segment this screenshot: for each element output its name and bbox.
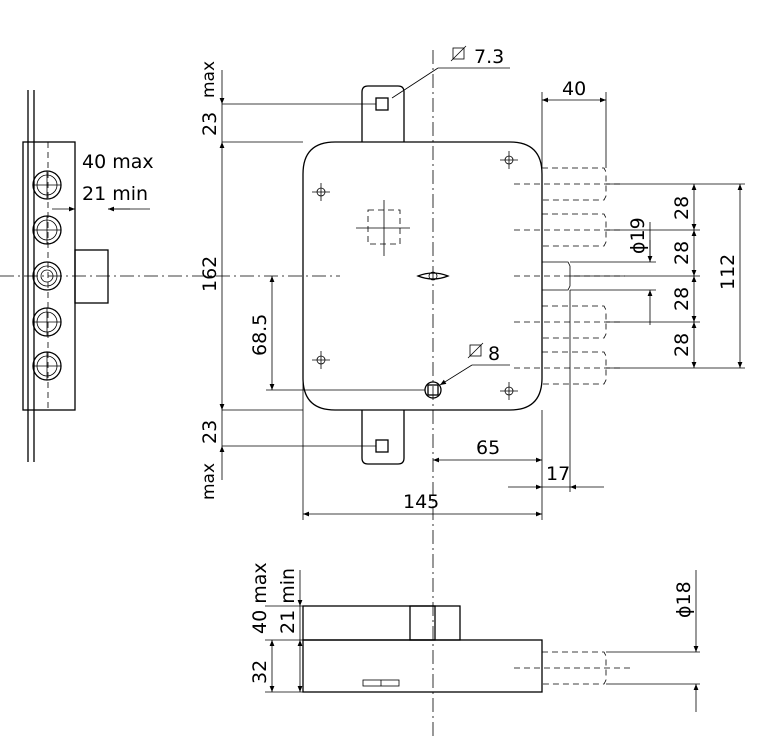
handle-square bbox=[427, 384, 439, 396]
bolt-spacing-1-label: 28 bbox=[671, 196, 693, 220]
lock-side-view: ϕ18 21 min 40 max 32 bbox=[249, 562, 700, 712]
bolt-spacing-2-label: 28 bbox=[671, 241, 693, 265]
side-40-label: 40 max bbox=[249, 562, 271, 634]
bottom-tab-hole bbox=[375, 439, 389, 453]
lever-housing bbox=[74, 249, 109, 304]
bolt-spacing-3-label: 28 bbox=[671, 287, 693, 311]
top-mounting-tab bbox=[361, 85, 405, 142]
front-bolt-holes bbox=[32, 170, 62, 381]
dim-65-label: 65 bbox=[476, 437, 500, 459]
side-cover bbox=[302, 605, 436, 641]
side-32-label: 32 bbox=[249, 660, 271, 684]
side-dia-label: ϕ18 bbox=[673, 581, 695, 618]
height-162-label: 162 bbox=[199, 256, 221, 292]
dim-17-label: 17 bbox=[546, 463, 570, 485]
screw-holes bbox=[312, 151, 518, 400]
bottom-max-label: max bbox=[199, 463, 219, 500]
side-body bbox=[302, 639, 543, 693]
bottom-23-label: 23 bbox=[199, 420, 221, 444]
top-max-label: max bbox=[199, 61, 219, 98]
top-23-label: 23 bbox=[199, 112, 221, 136]
width-40-label: 40 bbox=[562, 78, 586, 100]
dim-145-label: 145 bbox=[403, 491, 439, 513]
lock-body-view bbox=[302, 50, 625, 740]
bolt-spacing-4-label: 28 bbox=[671, 333, 693, 357]
side-21-label: 21 min bbox=[277, 568, 299, 634]
bolts bbox=[514, 167, 625, 385]
lever-21min-label: 21 min bbox=[82, 183, 148, 205]
height-68-5-label: 68.5 bbox=[249, 314, 271, 356]
key-slot bbox=[416, 272, 450, 280]
keyhole-square-label: 7.3 bbox=[474, 46, 504, 68]
bolt-dia-label: ϕ19 bbox=[627, 217, 649, 254]
dimensions-main: 7.3 23 max 162 68.5 8 23 max 40 bbox=[199, 45, 745, 520]
handle-square-label: 8 bbox=[488, 343, 500, 365]
bottom-mounting-tab bbox=[361, 410, 405, 465]
top-tab-hole bbox=[375, 97, 389, 111]
front-plate-view: 40 max 21 min bbox=[0, 90, 340, 462]
lever-40max-label: 40 max bbox=[82, 151, 154, 173]
bolt-total-label: 112 bbox=[717, 254, 739, 290]
lock-body bbox=[302, 141, 543, 411]
